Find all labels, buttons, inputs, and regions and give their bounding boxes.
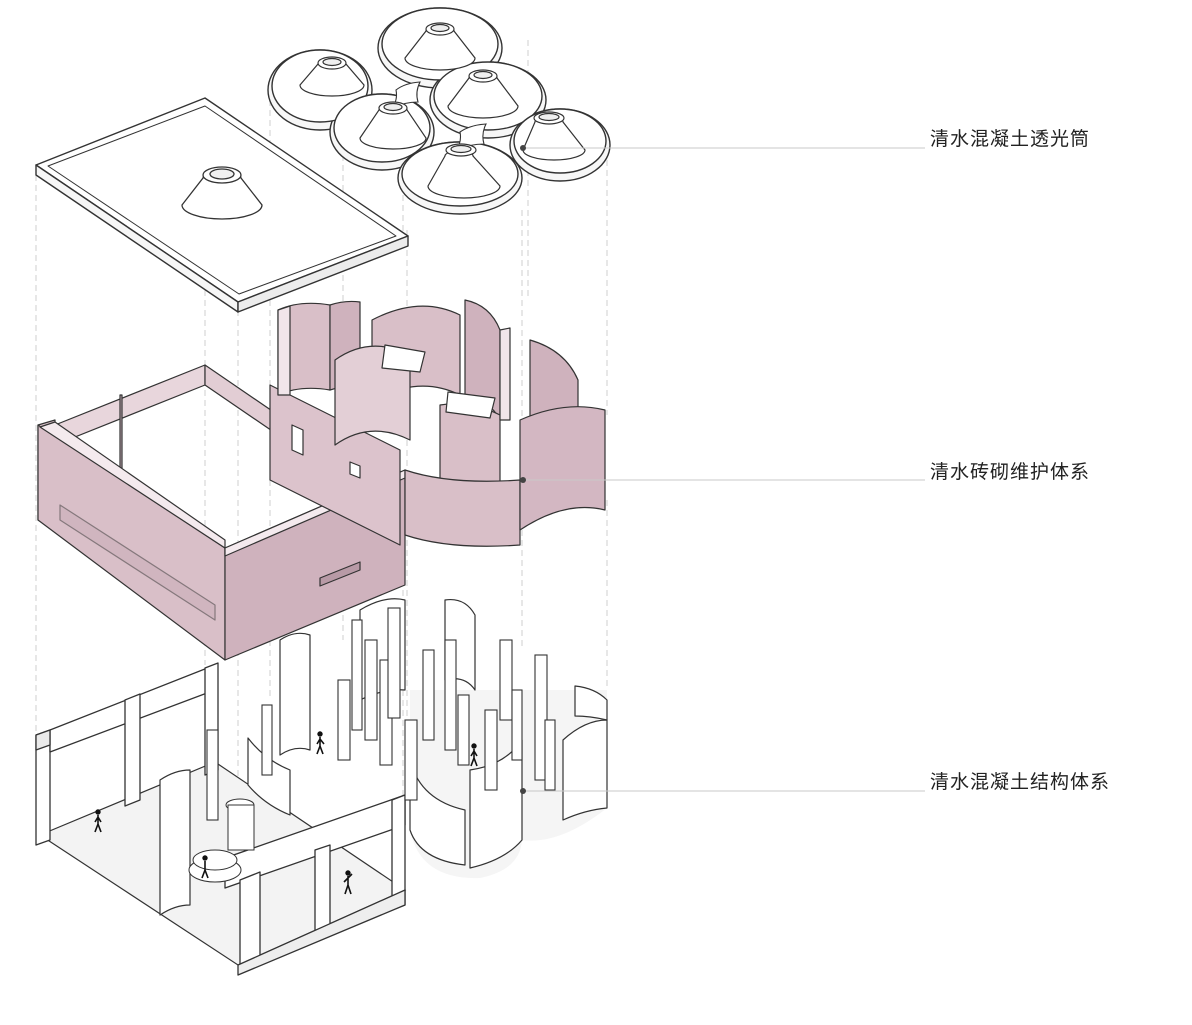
callout-dot-masonry <box>520 477 526 483</box>
callout-leaders <box>523 147 925 792</box>
callout-dot-structure <box>520 788 526 794</box>
callout-dot-skylight <box>520 145 526 151</box>
human-figure <box>343 870 353 895</box>
brick-envelope-rect <box>37 364 406 661</box>
human-figure <box>470 743 478 767</box>
human-figure <box>316 731 325 755</box>
callout-dots <box>520 145 526 794</box>
structure-frame-front <box>224 794 406 976</box>
human-figure <box>94 809 102 833</box>
roof-skylight-cone <box>181 166 263 220</box>
label-skylight-tubes: 清水混凝土透光筒 <box>930 128 1091 150</box>
human-figure <box>201 855 209 879</box>
label-brick-envelope: 清水砖砌维护体系 <box>930 461 1091 483</box>
human-figures <box>94 731 478 895</box>
brick-envelope-curved <box>277 299 606 547</box>
skylight-cones <box>299 22 586 199</box>
structure-frame-left <box>35 662 219 846</box>
structure-columns <box>206 607 556 821</box>
label-concrete-structure: 清水混凝土结构体系 <box>930 771 1111 793</box>
